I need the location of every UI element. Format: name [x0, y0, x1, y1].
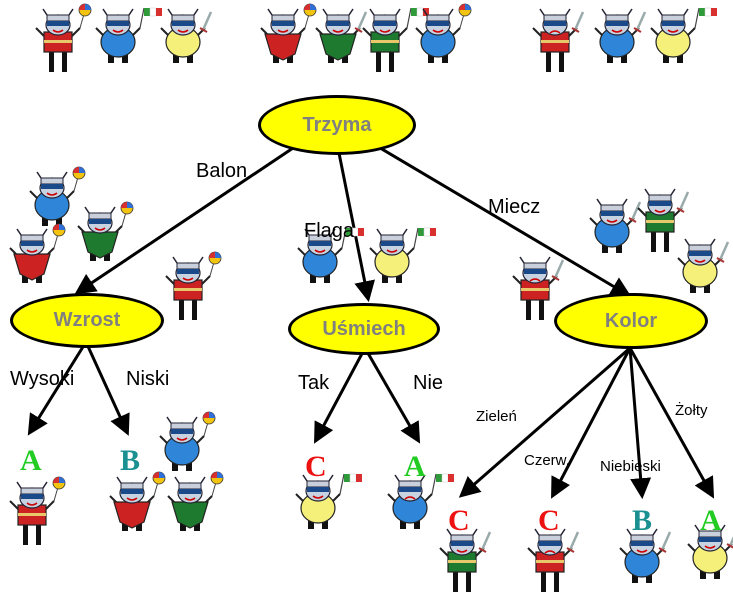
figure-green-sword-miecz-set	[637, 188, 690, 252]
leaf-class-smile-no: A	[404, 450, 426, 483]
figure-blue-balloon-leaf-short	[159, 411, 216, 471]
figure-yellow-sword-top-all-1	[160, 8, 213, 63]
leaf-class-blue: B	[632, 504, 653, 537]
edge-green-arrow	[458, 346, 631, 498]
edge-tall-arrow	[27, 341, 88, 436]
figure-red-balloon-top-all-1	[35, 3, 92, 72]
edge-label-yellow: Żołty	[675, 402, 708, 419]
edge-label-balloon: Balon	[196, 160, 248, 182]
edge-sword-arrow	[369, 140, 632, 298]
edge-short-arrow	[84, 341, 130, 436]
figure-red-balloon-top-all-2	[260, 3, 317, 63]
edge-label-smile-yes: Tak	[298, 372, 330, 394]
edge-blue-arrow	[628, 347, 652, 500]
figure-red-balloon-leaf-short	[109, 471, 166, 531]
figure-green-flag-top-all-2	[362, 7, 429, 72]
node-smile: Uśmiech	[288, 303, 440, 355]
edge-label-tall: Wysoki	[10, 368, 75, 390]
figure-green-sword-top-all-2	[315, 8, 368, 63]
figure-red-sword-top-all-3	[532, 8, 585, 72]
edge-label-red: Czerw.	[524, 452, 570, 469]
node-root: Trzyma	[258, 95, 416, 155]
figure-green-balloon-balon-set	[77, 201, 134, 261]
figure-red-balloon-balon-set	[9, 223, 66, 283]
leaf-class-tall: A	[20, 444, 42, 477]
edge-flag-arrow	[336, 147, 376, 303]
node-color-label: Kolor	[604, 309, 658, 332]
figure-green-balloon-leaf-short	[167, 471, 224, 531]
figure-blue-sword-leaf-blue	[619, 528, 672, 583]
edge-red-arrow	[551, 347, 632, 499]
leaf-class-smile-yes: C	[305, 450, 327, 483]
figure-yellow-flag-leaf-smile-yes	[295, 473, 362, 529]
node-height-label: Wzrost	[53, 309, 121, 331]
edge-label-sword: Miecz	[488, 196, 541, 218]
node-height: Wzrost	[10, 293, 164, 348]
figure-yellow-flag-top-all-3	[650, 7, 717, 63]
edge-label-green: Zieleń	[476, 408, 517, 425]
edge-smile-yes-arrow	[314, 347, 367, 444]
figure-blue-sword-top-all-3	[594, 8, 647, 63]
figure-blue-flag-leaf-smile-no	[387, 473, 454, 529]
figure-blue-balloon-top-all-2	[415, 3, 472, 63]
leaf-class-short: B	[120, 444, 141, 477]
edge-label-blue: Niebieski	[600, 458, 661, 475]
leaf-class-yellow: A	[700, 504, 722, 537]
figure-red-sword-leaf-red	[527, 528, 580, 592]
edge-label-flag: Flaga	[304, 220, 355, 242]
figure-yellow-sword-miecz-set	[677, 238, 730, 293]
edge-balloon-arrow	[74, 138, 306, 295]
figure-red-balloon-leaf-tall	[9, 476, 66, 545]
figure-red-sword-miecz-set	[512, 256, 565, 320]
figure-yellow-flag-flaga-set	[369, 227, 436, 283]
figure-blue-sword-miecz-set	[589, 198, 642, 253]
edge-label-short: Niski	[126, 368, 170, 390]
edge-yellow-arrow	[628, 347, 715, 499]
figure-blue-flag-top-all-1	[95, 7, 162, 63]
figure-yellow-sword-leaf-yellow	[687, 524, 733, 579]
figure-green-sword-leaf-green	[439, 528, 492, 592]
leaf-class-green: C	[448, 504, 470, 537]
figure-red-balloon-balon-set	[165, 251, 222, 320]
edge-smile-no-arrow	[363, 347, 421, 444]
leaf-class-red: C	[538, 504, 560, 537]
figure-blue-balloon-balon-set	[29, 166, 86, 226]
edge-label-smile-no: Nie	[413, 372, 444, 394]
node-smile-label: Uśmiech	[322, 317, 406, 340]
node-root-label: Trzyma	[302, 113, 372, 136]
figure-blue-flag-flaga-set	[297, 227, 364, 283]
node-color: Kolor	[554, 293, 708, 349]
